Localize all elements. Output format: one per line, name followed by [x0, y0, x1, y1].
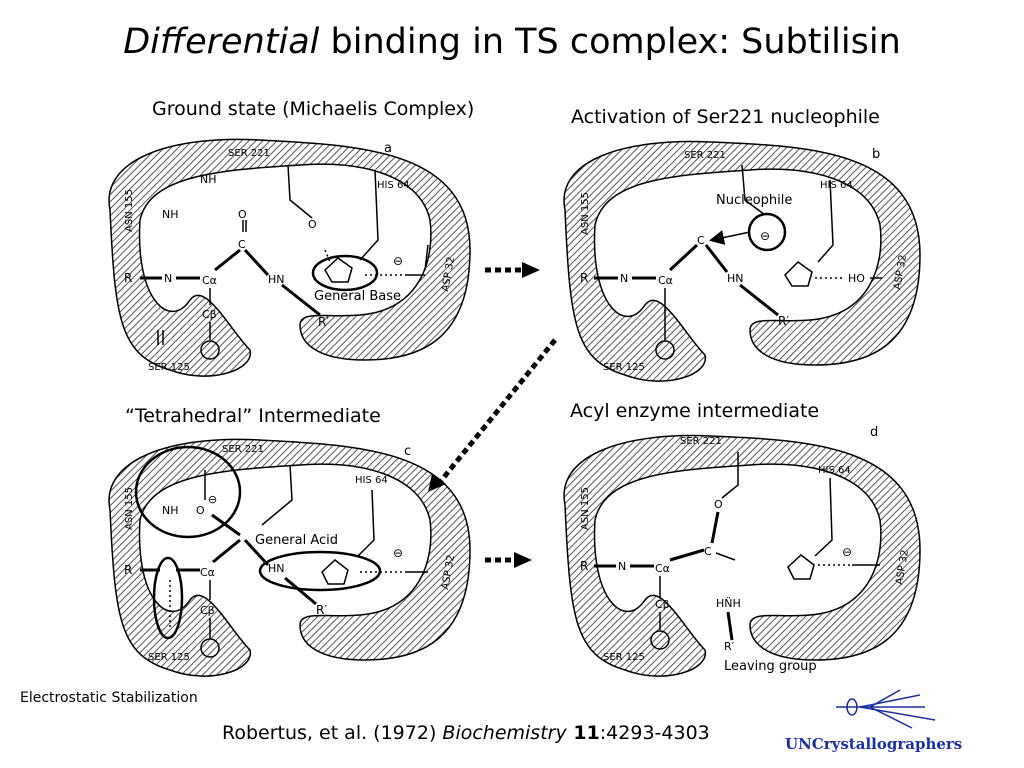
atom-cb-c: Cβ — [200, 604, 215, 617]
atom-c-a: C — [238, 238, 246, 251]
res-his64-d: HIS 64 — [818, 465, 851, 476]
nucleophile-label: Nucleophile — [716, 193, 792, 208]
atom-hn-a: HN — [268, 273, 285, 286]
atom-ca-a: Cα — [202, 274, 217, 287]
res-ser125-d: SER 125 — [603, 652, 645, 663]
atom-n-b: N — [620, 272, 628, 285]
atom-r-a: R — [124, 271, 132, 285]
atom-c-d: C — [704, 545, 712, 558]
panel-d-letter: d — [870, 425, 878, 440]
flow-arrows — [428, 262, 557, 568]
res-ser125-a: SER 125 — [148, 362, 190, 373]
atom-rprime-d: R′ — [724, 640, 735, 653]
res-his64-c: HIS 64 — [355, 475, 388, 486]
general-base-highlight-a — [311, 254, 379, 292]
general-base-label: General Base — [314, 289, 401, 304]
res-asn155-c: ASN 155 — [124, 487, 135, 530]
atom-rprime-b: R′ — [778, 314, 789, 328]
res-ser221-c: SER 221 — [222, 444, 264, 455]
atom-o-a: O — [238, 208, 247, 221]
atom-nh-a2: NH — [162, 208, 179, 221]
panel-a-letter: a — [384, 141, 392, 156]
res-his64-b: HIS 64 — [820, 180, 853, 191]
atom-rprime-c: R′ — [316, 603, 327, 617]
panel-d-heading: Acyl enzyme intermediate — [570, 400, 820, 422]
slide-title: Differential binding in TS complex: Subt… — [0, 22, 1024, 62]
enzyme-surface-c — [108, 438, 471, 677]
atom-hn-b: HN — [727, 272, 744, 285]
res-ser125-b: SER 125 — [603, 362, 645, 373]
atom-ca-d: Cα — [655, 562, 670, 575]
atom-cb-a: Cβ — [202, 308, 217, 321]
panel-c: SER 221 c HIS 64 ASN 155 ASP 32 SER 125 … — [108, 438, 471, 677]
enzyme-surface-b — [563, 140, 921, 382]
atom-n-d: N — [618, 560, 626, 573]
atom-c-b: C — [697, 234, 705, 247]
atom-minus-a: ⊖ — [393, 254, 403, 268]
res-ser221-a: SER 221 — [228, 148, 270, 159]
atom-o-d: O — [714, 498, 723, 511]
citation-pages: :4293-4303 — [599, 722, 710, 744]
atom-hn-c: HN — [268, 562, 285, 575]
atom-o-ser-a: O — [308, 218, 317, 231]
title-rest: binding in TS complex: Subtilisin — [319, 22, 901, 62]
panel-c-heading: “Tetrahedral” Intermediate — [125, 405, 381, 427]
atom-minus-b: ⊖ — [760, 229, 770, 243]
atom-nh-a1: NH — [200, 173, 217, 186]
atom-minus-c: ⊖ — [208, 493, 217, 506]
res-ser125-c: SER 125 — [148, 652, 190, 663]
general-acid-highlight — [258, 550, 382, 592]
res-ser221-d: SER 221 — [680, 436, 722, 447]
panel-b-heading: Activation of Ser221 nucleophile — [571, 106, 880, 128]
citation-journal: Biochemistry — [442, 722, 567, 744]
leaving-group-label: Leaving group — [724, 659, 817, 674]
res-asn155-d: ASN 155 — [580, 487, 591, 530]
enzyme-surface-d — [563, 434, 921, 677]
panel-b-letter: b — [872, 147, 880, 162]
atom-r-b: R — [580, 271, 588, 285]
res-ser221-b: SER 221 — [684, 150, 726, 161]
title-italic: Differential — [123, 22, 320, 62]
panel-c-letter: c — [404, 444, 411, 459]
electrostatic-stabilization-label: Electrostatic Stabilization — [20, 690, 198, 706]
atom-minus-c2: ⊖ — [393, 546, 403, 560]
atom-cb-d: Cβ — [655, 598, 670, 611]
unc-crystallographers-logo-mark — [836, 689, 936, 729]
atom-rprime-a: R′ — [318, 315, 329, 329]
atom-n-a: N — [164, 272, 172, 285]
unc-crystallographers-logo-text: UNCrystallographers — [785, 735, 963, 753]
atom-ca-c: Cα — [200, 566, 215, 579]
atom-o-c: O — [196, 504, 205, 517]
citation-authors: Robertus, et al. (1972) — [222, 722, 443, 744]
enzyme-surface-a — [108, 138, 471, 377]
atom-minus-d: ⊖ — [842, 545, 852, 559]
citation: Robertus, et al. (1972) Biochemistry 11:… — [222, 722, 710, 744]
ser125-stabilization-highlight — [152, 556, 184, 640]
atom-ho-b: HO — [848, 272, 865, 285]
atom-r-c: R — [124, 563, 132, 577]
panel-a-heading: Ground state (Michaelis Complex) — [152, 98, 475, 120]
panel-b: SER 221 b HIS 64 ASN 155 ASP 32 SER 125 … — [563, 140, 921, 382]
panel-d: SER 221 d HIS 64 ASN 155 ASP 32 SER 125 … — [563, 425, 921, 677]
res-his64-a: HIS 64 — [377, 180, 410, 191]
general-acid-label: General Acid — [255, 533, 338, 548]
citation-volume: 11 — [566, 722, 600, 744]
oxyanion-hole-highlight — [134, 445, 242, 539]
atom-hnh-d: HN̈H — [716, 597, 741, 610]
res-asn155-a: ASN 155 — [124, 189, 135, 232]
res-asn155-b: ASN 155 — [580, 192, 591, 235]
atom-nh-c: NH — [162, 504, 179, 517]
nucleophile-highlight-b — [747, 212, 787, 252]
atom-r-d: R — [580, 559, 588, 573]
atom-ca-b: Cα — [658, 274, 673, 287]
arrow-b-to-c — [438, 338, 557, 484]
panel-a: SER 221 a HIS 64 ASN 155 ASP 32 SER 125 … — [108, 138, 471, 377]
